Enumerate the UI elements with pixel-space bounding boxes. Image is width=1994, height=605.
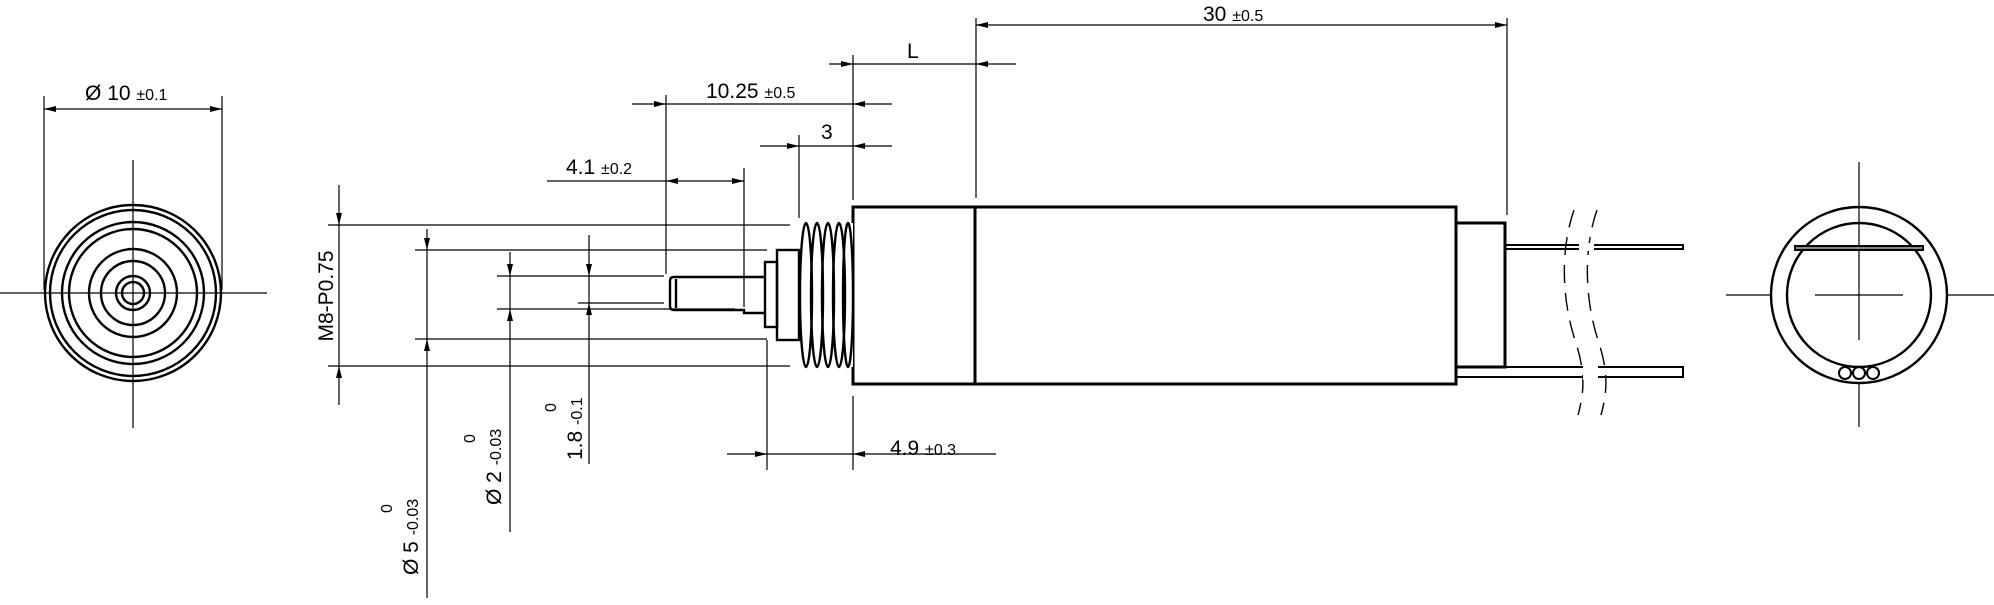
terminal-bar bbox=[1794, 245, 1924, 251]
front-view: Ø 10 ±0.1 bbox=[0, 82, 267, 428]
motor-body bbox=[851, 205, 1458, 386]
dim-flange-length: 4.9 ±0.3 bbox=[890, 437, 956, 460]
svg-text:0: 0 bbox=[379, 504, 396, 513]
wire-gap bbox=[1579, 243, 1594, 251]
shaft bbox=[668, 275, 765, 315]
dim-shaft-diameter: Ø 2 -0.03 0 bbox=[462, 429, 506, 505]
boss bbox=[763, 260, 779, 329]
thread-circle bbox=[60, 220, 206, 366]
dim-shaft-to-body: 10.25 ±0.5 bbox=[706, 80, 796, 103]
break-line bbox=[1586, 209, 1607, 416]
thread-inner-circle bbox=[67, 227, 199, 359]
dim-thread-length: 3 bbox=[821, 121, 833, 144]
dim-boss-diameter: Ø 5 -0.03 0 bbox=[379, 499, 423, 575]
dim-shaft-length: 4.1 ±0.2 bbox=[566, 156, 632, 179]
dim-thread-spec: M8-P0.75 bbox=[315, 250, 338, 341]
end-cap bbox=[1454, 221, 1507, 369]
wire-hole bbox=[1838, 366, 1852, 380]
dim-overall-length: 30 ±0.5 bbox=[1203, 3, 1263, 26]
dim-length-L: L bbox=[907, 40, 919, 63]
svg-text:Ø 5 -0.03: Ø 5 -0.03 bbox=[400, 499, 423, 575]
svg-text:0: 0 bbox=[462, 434, 479, 443]
wire-gap bbox=[1583, 364, 1598, 380]
svg-text:Ø 2 -0.03: Ø 2 -0.03 bbox=[483, 429, 506, 505]
rear-outer-circle bbox=[1769, 205, 1949, 385]
thread bbox=[798, 221, 855, 369]
wire-hole bbox=[1852, 366, 1866, 380]
shaft-inner-circle bbox=[120, 280, 146, 306]
flange bbox=[775, 248, 801, 342]
boss-circle bbox=[99, 259, 167, 327]
side-view: 30 ±0.5 L 10.25 ±0.5 3 4.1 ±0.2 4.9 ±0.3… bbox=[315, 3, 1684, 598]
svg-text:0: 0 bbox=[543, 403, 560, 412]
housing-circle bbox=[48, 208, 218, 378]
wire-hole bbox=[1866, 366, 1880, 380]
flange-circle bbox=[87, 247, 179, 339]
shaft-circle bbox=[114, 274, 152, 312]
housing-outer-circle bbox=[43, 203, 223, 383]
dim-shaft-flat: 1.8 -0.1 0 bbox=[543, 397, 587, 460]
dim-outer-diameter: Ø 10 ±0.1 bbox=[85, 82, 168, 105]
rear-view bbox=[1726, 162, 1994, 427]
break-line bbox=[1563, 209, 1584, 416]
svg-text:1.8 -0.1: 1.8 -0.1 bbox=[564, 397, 587, 460]
